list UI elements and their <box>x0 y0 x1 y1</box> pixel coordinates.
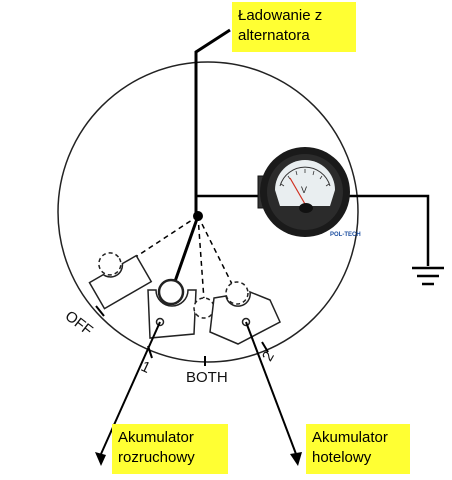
position-label-both: BOTH <box>186 369 228 386</box>
voltmeter-unit: V <box>301 185 307 195</box>
starter-battery-wire <box>95 321 161 466</box>
contact-1 <box>147 278 197 339</box>
position-label-1: 1 <box>138 358 153 377</box>
alternator-wire <box>194 28 231 216</box>
starter-battery-label: Akumulator rozruchowy <box>112 424 228 474</box>
position-label-off: OFF <box>62 307 96 339</box>
voltmeter-needle <box>289 177 306 205</box>
starter-battery-label-line-1: Akumulator <box>118 429 194 446</box>
house-battery-label-line-2: hotelowy <box>312 449 372 466</box>
house-battery-label-line-1: Akumulator <box>312 429 388 446</box>
switch-housing-circle <box>57 61 359 363</box>
contact-off <box>88 252 153 310</box>
alternator-label-line-1: Ładowanie z <box>238 7 323 24</box>
house-battery-label: Akumulator hotelowy <box>306 424 410 474</box>
house-battery-wire <box>245 321 302 466</box>
position-ticks <box>95 305 269 366</box>
starter-battery-label-line-2: rozruchowy <box>118 449 195 466</box>
ground-symbol <box>412 266 444 286</box>
contact-both-marker <box>193 297 215 319</box>
contact-2 <box>209 281 281 345</box>
voltmeter-brand: POL-TECH <box>330 232 361 238</box>
alternator-label-line-2: alternatora <box>238 27 310 44</box>
switch-arm <box>170 215 200 291</box>
voltmeter: V POL-TECH <box>257 147 361 238</box>
alternator-charging-label: Ładowanie z alternatora <box>232 2 356 52</box>
dashed-switch-paths <box>127 215 237 301</box>
